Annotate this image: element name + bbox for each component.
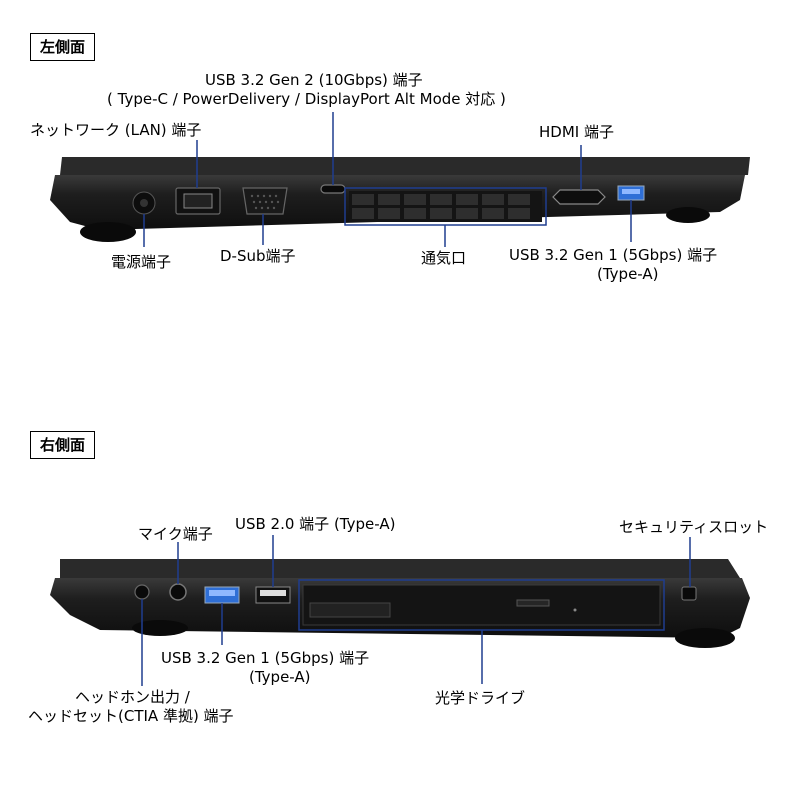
right-side-title: 右側面 — [30, 431, 96, 459]
headphone-jack — [134, 584, 150, 600]
usb3-label-line2: (Type-A) — [249, 668, 311, 686]
optical-drive — [302, 584, 661, 626]
headphone-label-line2: ヘッドセット(CTIA 準拠) 端子 — [28, 707, 234, 725]
right-foot-back — [675, 628, 735, 648]
usb-c-port — [320, 184, 346, 194]
left-foot-front — [80, 222, 136, 242]
hdmi-label: HDMI 端子 — [539, 123, 614, 141]
optical-label: 光学ドライブ — [435, 689, 526, 707]
mic-jack — [169, 583, 187, 601]
usb-c-label-line2: ( Type-C / PowerDelivery / DisplayPort A… — [107, 90, 506, 108]
usb-a-label-line1: USB 3.2 Gen 1 (5Gbps) 端子 — [509, 246, 718, 264]
power-label: 電源端子 — [111, 253, 172, 271]
hdmi-port — [552, 189, 606, 205]
right-lid — [60, 559, 740, 578]
dsub-label: D-Sub端子 — [220, 247, 296, 265]
left-foot-back — [666, 207, 710, 223]
dsub-port — [242, 187, 288, 215]
vent-label: 通気口 — [421, 249, 467, 267]
security-slot — [681, 586, 697, 601]
usb-a-label-line2: (Type-A) — [597, 265, 659, 283]
left-side-title: 左側面 — [30, 33, 96, 61]
lock-label: セキュリティスロット — [619, 518, 769, 536]
mic-label: マイク端子 — [138, 525, 213, 543]
left-lid — [60, 157, 750, 175]
usb3-label-line1: USB 3.2 Gen 1 (5Gbps) 端子 — [161, 649, 370, 667]
right-foot-front — [132, 620, 188, 636]
usb-c-label-line1: USB 3.2 Gen 2 (10Gbps) 端子 — [205, 71, 423, 89]
headphone-label-line1: ヘッドホン出力 / — [75, 688, 190, 706]
lan-label: ネットワーク (LAN) 端子 — [30, 121, 202, 139]
vent-grille — [349, 191, 542, 222]
usb2-label: USB 2.0 端子 (Type-A) — [235, 515, 396, 533]
